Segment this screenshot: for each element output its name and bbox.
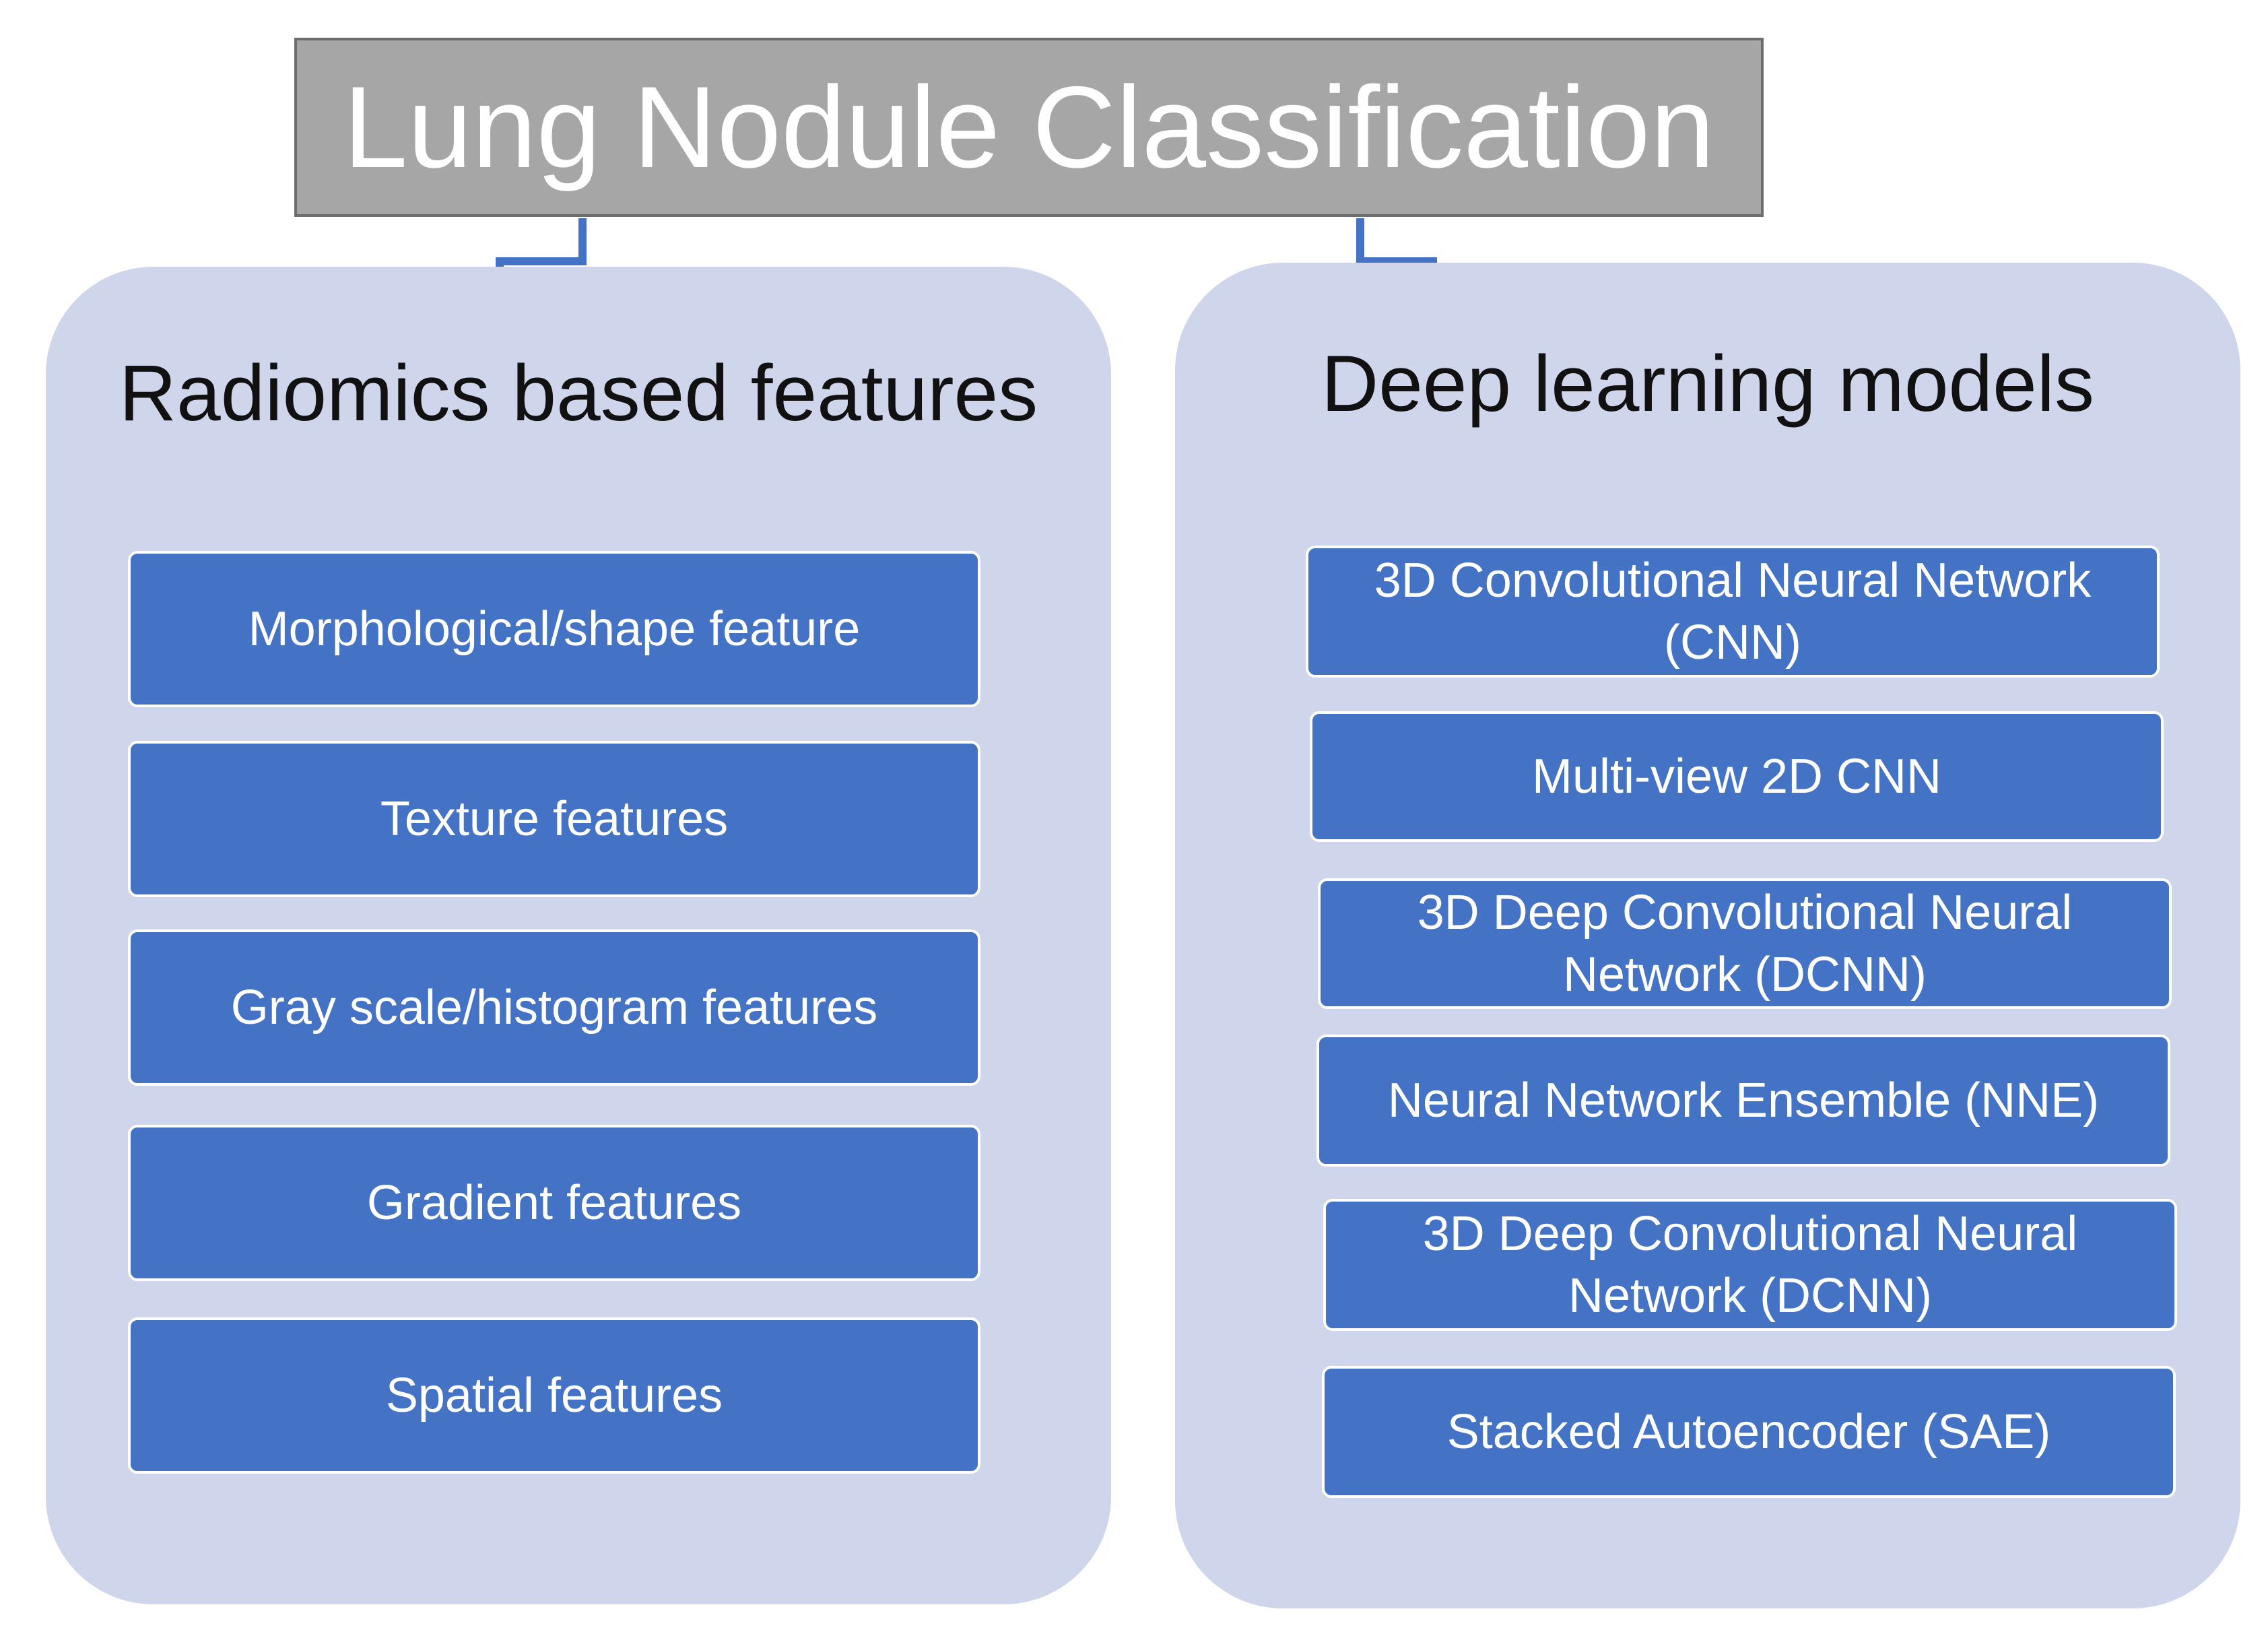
deep-learning-item-3d-cnn: 3D Convolutional Neural Network (CNN) (1306, 546, 2160, 678)
radiomics-panel: Radiomics based features Morphological/s… (46, 267, 1111, 1604)
deep-learning-item-multiview-2d-cnn: Multi-view 2D CNN (1310, 711, 2164, 842)
deep-learning-heading: Deep learning models (1321, 339, 2094, 428)
radiomics-item-morphological: Morphological/shape feature (128, 551, 980, 707)
diagram-title: Lung Nodule Classification (294, 38, 1764, 217)
deep-learning-item-3d-dcnn: 3D Deep Convolutional Neural Network (DC… (1318, 878, 2172, 1009)
radiomics-heading: Radiomics based features (119, 349, 1038, 438)
radiomics-item-texture: Texture features (128, 741, 980, 897)
deep-learning-item-sae: Stacked Autoencoder (SAE) (1322, 1366, 2176, 1498)
deep-learning-panel: Deep learning models 3D Convolutional Ne… (1175, 263, 2240, 1608)
radiomics-item-gradient: Gradient features (128, 1125, 980, 1281)
radiomics-item-grayscale: Gray scale/histogram features (128, 929, 980, 1086)
deep-learning-item-nne: Neural Network Ensemble (NNE) (1316, 1035, 2170, 1167)
deep-learning-item-3d-dcnn-2: 3D Deep Convolutional Neural Network (DC… (1323, 1199, 2177, 1331)
radiomics-item-spatial: Spatial features (128, 1317, 980, 1474)
